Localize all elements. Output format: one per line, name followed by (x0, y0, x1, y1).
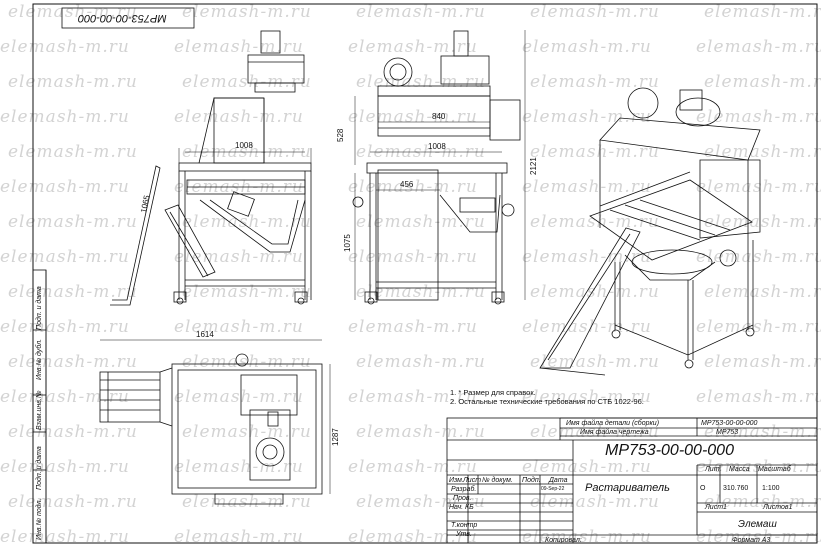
dim-width-840: 840 (432, 112, 446, 121)
date-value: 09-Sep-22 (541, 486, 565, 492)
lit-label: Лит. (705, 466, 722, 473)
scale-label: Масштаб (758, 466, 791, 473)
side-vzam-inv: Взам.инв.№ (36, 390, 43, 430)
mass-label: Масса (729, 466, 750, 473)
product-name: Растариватель (585, 482, 670, 494)
lit-value: О (700, 485, 706, 492)
title-block-lines (446, 417, 818, 544)
file-detail-value: МР753-00-00-000 (701, 420, 758, 427)
note-1: 1. * Размер для справок. (450, 388, 536, 397)
dim-width-side: 1008 (428, 142, 446, 151)
dim-depth-1287: 1287 (331, 428, 340, 446)
role-razrab: Разраб. (451, 486, 477, 493)
col-podp: Подп. (522, 477, 541, 484)
top-view (99, 339, 331, 505)
side-view (352, 30, 526, 305)
dim-width-1614: 1614 (196, 330, 214, 339)
note-2: 2. Остальные технические требования по С… (450, 397, 644, 406)
front-view (110, 30, 312, 306)
top-stamp-box (61, 7, 195, 29)
copied-label: Копировал: (545, 537, 582, 544)
col-ndoc: № докум. (482, 477, 513, 484)
file-drawing-value: МР753 (716, 429, 739, 436)
role-utv: Утв. (456, 531, 472, 538)
sheet-label: Лист1 (705, 504, 727, 511)
dim-height-1075: 1075 (343, 234, 352, 252)
dim-height-2121: 2121 (529, 157, 538, 175)
dim-width-front: 1008 (235, 141, 253, 150)
sheets-label: Листов1 (763, 504, 793, 511)
side-podp-data-2: Подп. и дата (36, 286, 43, 330)
role-prov: Пров. (453, 495, 472, 502)
role-nach: Нач. КБ (449, 504, 474, 511)
side-podp-data-1: Подп. и дата (36, 446, 43, 490)
file-drawing-label: Имя файла чертежа (580, 429, 649, 436)
designation: МР753-00-00-000 (605, 442, 734, 459)
dim-width-456: 456 (400, 180, 414, 189)
col-izm: Изм. (449, 477, 464, 484)
side-inv-podl: Инв.№ подл. (36, 498, 43, 541)
file-detail-label: Имя файла детали (сборки) (566, 420, 660, 427)
isometric-view (539, 87, 761, 376)
mass-value: 310.760 (723, 485, 749, 492)
company-name: Элемаш (738, 519, 777, 530)
format-label: Формат А3 (732, 537, 771, 544)
top-stamp-text: МР753-00-00-000 (78, 12, 167, 24)
role-tkontr: Т.контр (451, 522, 478, 529)
side-inv-dubl: Инв.№ дубл. (36, 338, 43, 380)
dim-height-528: 528 (336, 128, 345, 142)
scale-value: 1:100 (762, 485, 780, 492)
col-list: Лист (463, 477, 482, 484)
col-data: Дата (549, 477, 568, 484)
